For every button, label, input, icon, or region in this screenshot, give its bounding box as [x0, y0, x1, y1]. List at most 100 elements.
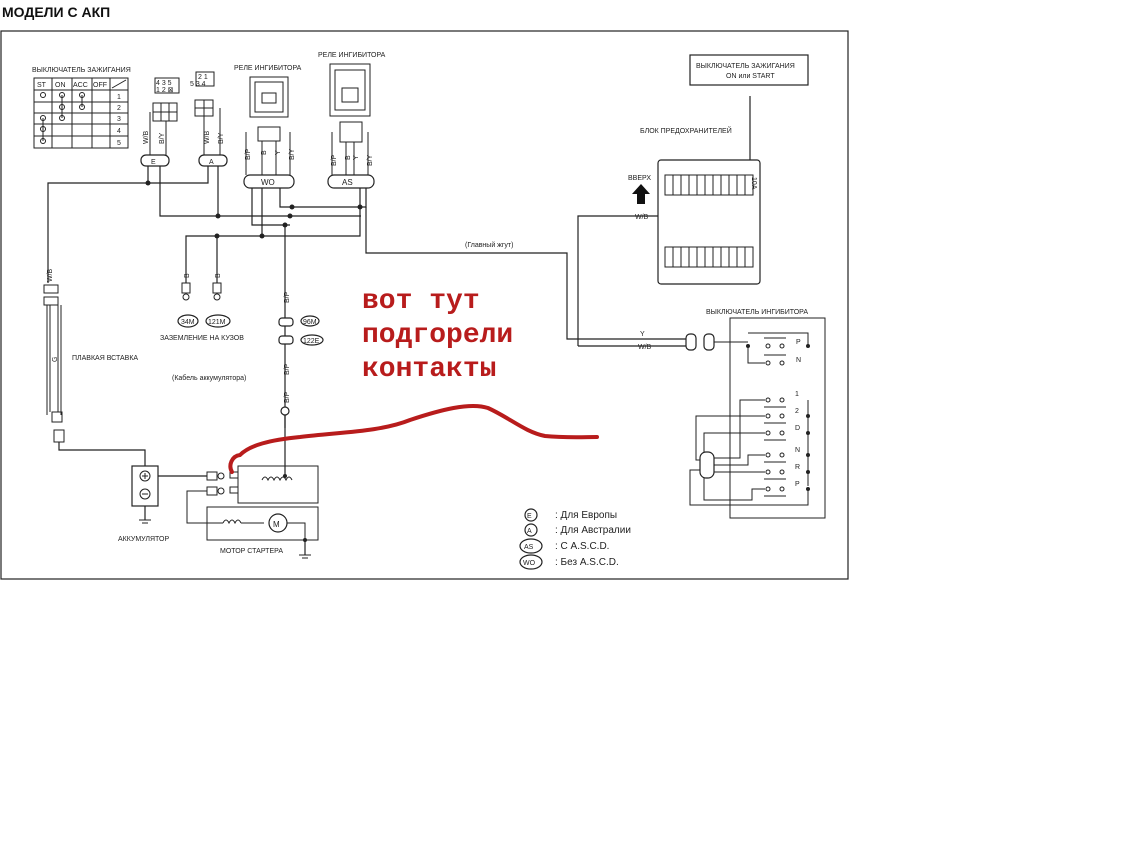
row-5: 5 [117, 140, 121, 147]
col-st: ST [37, 82, 47, 89]
pos-2: 2 [795, 408, 799, 415]
connector-tag-a: A [209, 159, 214, 166]
wire-label: B/Y [159, 132, 166, 144]
ignition-switch-label: ВЫКЛЮЧАТЕЛЬ ЗАЖИГАНИЯ [32, 67, 131, 74]
wire-label-wb: W/B [638, 344, 652, 351]
wire-label: B [345, 155, 352, 160]
inhibitor-switch-label: ВЫКЛЮЧАТЕЛЬ ИНГИБИТОРА [706, 309, 808, 316]
connector-122e: 122E [303, 338, 320, 345]
legend-symbol: WO [523, 560, 536, 567]
pos-n: N [795, 447, 800, 454]
wire-label: W/B [47, 268, 54, 282]
connector-pins-top: 2 1 [198, 74, 208, 81]
ground-121m: 121M [208, 319, 226, 326]
connector-a-block: 2 1 5 3 4 W/B B/Y A [190, 71, 228, 167]
battery: АККУМУЛЯТОР [118, 465, 207, 543]
connector-pins-bottom: 1 2 ⊠ [156, 87, 174, 94]
ground-34m: 34M [181, 319, 195, 326]
row-2: 2 [117, 105, 121, 112]
connector-tag-e: E [151, 159, 156, 166]
ignition-on-start-line1: ВЫКЛЮЧАТЕЛЬ ЗАЖИГАНИЯ [696, 63, 795, 70]
pos-upper-n: N [796, 357, 801, 364]
inhibitor-switch: ВЫКЛЮЧАТЕЛЬ ИНГИБИТОРА P N [685, 309, 826, 519]
row-3: 3 [117, 116, 121, 123]
legend-item: WO : Без A.S.C.D. [519, 554, 619, 570]
up-label: ВВЕРХ [628, 175, 651, 182]
connector-pins-top: 4 3 5 [156, 80, 172, 87]
legend-item: A : Для Австралии [524, 523, 631, 537]
wire-label: B [215, 273, 222, 278]
legend-item: E : Для Европы [524, 508, 617, 522]
col-acc: ACC [73, 82, 88, 89]
annotation-underline [228, 403, 599, 474]
annotation-line-1: вот тут [362, 286, 480, 317]
wire-label: B [261, 150, 268, 155]
relay-as-label: РЕЛЕ ИНГИБИТОРА [318, 52, 386, 59]
fusible-link: W/B G ПЛАВКАЯ ВСТАВКА [43, 268, 146, 470]
wire-label: W/B [204, 130, 211, 144]
battery-cable: B/P 96M 122E B/P B/P (Кабель аккумулятор… [172, 291, 324, 428]
legend-symbol: AS [524, 544, 534, 551]
fusible-link-label: ПЛАВКАЯ ВСТАВКА [72, 355, 138, 362]
inhibitor-relay-as: РЕЛЕ ИНГИБИТОРА B/P B Y B/Y AS [318, 52, 386, 189]
connector-e-block: 4 3 5 1 2 ⊠ W/B B/Y E [140, 77, 180, 167]
wire-label: Y [275, 150, 282, 155]
up-arrow-icon [632, 184, 650, 204]
row-1: 1 [117, 94, 121, 101]
legend-text: : Без A.S.C.D. [555, 557, 619, 568]
col-off: OFF [93, 82, 107, 89]
body-grounds: B B 34M 121M ЗАЗЕМЛЕНИЕ НА КУЗОВ [160, 273, 244, 342]
main-harness-label: (Главный жгут) [465, 241, 513, 249]
row-4: 4 [117, 128, 121, 135]
wire-label: B/P [284, 291, 291, 303]
col-on: ON [55, 82, 66, 89]
pos-upper-p: P [796, 339, 801, 346]
ignition-on-start: ВЫКЛЮЧАТЕЛЬ ЗАЖИГАНИЯ ON или START [689, 54, 809, 86]
pos-d: D [795, 425, 800, 432]
ignition-switch: ВЫКЛЮЧАТЕЛЬ ЗАЖИГАНИЯ ST ON ACC OFF 1 2 … [32, 67, 131, 149]
pos-r: R [795, 464, 800, 471]
wire-label: B/P [284, 363, 291, 375]
starter-motor-label: МОТОР СТАРТЕРА [220, 548, 283, 555]
wire-label: B/P [331, 154, 338, 166]
wire-label: B [184, 273, 191, 278]
legend-symbol: E [527, 513, 532, 520]
legend-text: : Для Европы [555, 510, 617, 521]
pos-p: P [795, 481, 800, 488]
pos-1: 1 [795, 391, 799, 398]
ground-caption: ЗАЗЕМЛЕНИЕ НА КУЗОВ [160, 335, 244, 342]
wire-label: G [52, 357, 59, 362]
battery-cable-label: (Кабель аккумулятора) [172, 374, 246, 382]
wiring-network: (Главный жгут) Y W/B [47, 96, 751, 351]
starter-motor: M МОТОР СТАРТЕРА [186, 415, 319, 559]
relay-wo-label: РЕЛЕ ИНГИБИТОРА [234, 65, 302, 72]
legend-symbol: A [527, 528, 532, 535]
wire-label: B/P [245, 148, 252, 160]
fuse-rating: 10A [750, 177, 757, 190]
wire-label: W/B [143, 130, 150, 144]
annotation: вот тут подгорели контакты [228, 286, 599, 474]
relay-as-tag: AS [342, 178, 353, 187]
page-title: МОДЕЛИ С АКП [2, 4, 111, 20]
diagram-frame [0, 30, 849, 580]
wire-label-wb: W/B [635, 214, 649, 221]
wire-label-y: Y [640, 331, 645, 338]
wire-label: B/Y [289, 148, 296, 160]
annotation-line-2: подгорели [362, 320, 513, 351]
wire-label: B/Y [367, 154, 374, 166]
fuse-block: БЛОК ПРЕДОХРАНИТЕЛЕЙ 10A ВВЕРХ W/B [628, 126, 761, 285]
wire-label: B/Y [218, 132, 225, 144]
ignition-on-start-line2: ON или START [726, 73, 775, 80]
motor-symbol: M [273, 520, 280, 529]
connector-pins-bottom: 5 3 4 [190, 81, 206, 88]
fuse-block-label: БЛОК ПРЕДОХРАНИТЕЛЕЙ [640, 126, 732, 135]
wire-label: Y [353, 155, 360, 160]
legend-item: AS : С A.S.C.D. [519, 538, 609, 554]
relay-wo-tag: WO [261, 178, 275, 187]
legend-text: : С A.S.C.D. [555, 541, 609, 552]
wire-label: B/P [284, 391, 291, 403]
legend-text: : Для Австралии [555, 525, 631, 536]
battery-label: АККУМУЛЯТОР [118, 536, 169, 543]
legend: E : Для Европы A : Для Австралии AS : С … [519, 508, 631, 570]
